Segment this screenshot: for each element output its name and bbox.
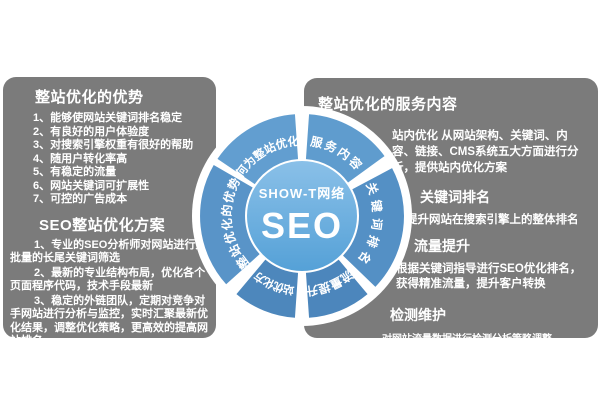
plan-item: 3、稳定的外链团队，定期对竞争对手网站进行分析与监控，实时汇聚最新优化结果，调整… [10,294,208,348]
service-onsite-body: 从网站架构、关键词、内容、链接、CMS系统五大方面进行分析，提供站内优化方案 [392,130,579,174]
seo-wheel-svg: SHOW-T网络 SEO 何为整站优化 服务内容 关键词排名 流量提升 整站优化… [185,94,412,326]
services-title: 整站优化的服务内容 [318,96,458,113]
advantages-panel: 整站优化的优势 1、能够使网站关键词排名稳定 2、有良好的用户体验度 3、对搜索… [3,77,216,347]
plan-item: 2、最新的专业结构布局，优化各个页面程序代码，技术手段最新 [10,266,206,293]
segment-traffic [304,259,368,318]
segment-service-content [305,114,385,184]
advantage-item: 2、有良好的用户体验度 [33,125,150,138]
advantage-item: 3、对搜索引擎权重有很好的帮助 [33,139,194,151]
service-keyword-heading: 关键词排名 [420,189,490,205]
service-maintain-body: 对网站流量数据进行检测分析策略调整 [382,334,552,345]
advantage-item: 7、可控的广告成本 [33,193,128,205]
service-onsite: 站内优化 从网站架构、关键词、内容、链接、CMS系统五大方面进行分析，提供站内优… [392,128,586,176]
advantages-title: 整站优化的优势 [35,89,144,106]
advantage-item: 5、有稳定的流量 [33,166,117,178]
wheel-center-circle [247,161,357,271]
segment-plan [236,259,300,318]
service-keyword-body: 提升网站在搜索引擎上的整体排名 [406,214,579,226]
service-onsite-heading: 站内优化 [392,130,438,142]
segment-what-is [217,114,300,185]
service-traffic-body: 根据关键词指导进行SEO优化排名，获得精准流量，提升客户转换 [396,263,582,290]
plan-title: SEO整站优化方案 [39,216,166,234]
seo-wheel-diagram: SHOW-T网络 SEO 何为整站优化 服务内容 关键词排名 流量提升 整站优化… [185,94,413,327]
brand-label: SHOW-T网络 [259,186,345,201]
service-traffic-heading: 流量提升 [414,238,470,254]
advantage-item: 1、能够使网站关键词排名稳定 [33,112,183,124]
plan-item: 1、专业的SEO分析师对网站进行大批量的长尾关键词筛选 [10,238,207,265]
service-maintain-heading: 检测维护 [390,307,446,323]
seo-label: SEO [261,205,343,246]
segment-advantages [200,165,261,285]
advantage-item: 6、网站关键词可扩展性 [33,179,150,192]
advantage-item: 4、随用户转化率高 [33,152,128,165]
segment-keyword-ranking [342,168,404,287]
